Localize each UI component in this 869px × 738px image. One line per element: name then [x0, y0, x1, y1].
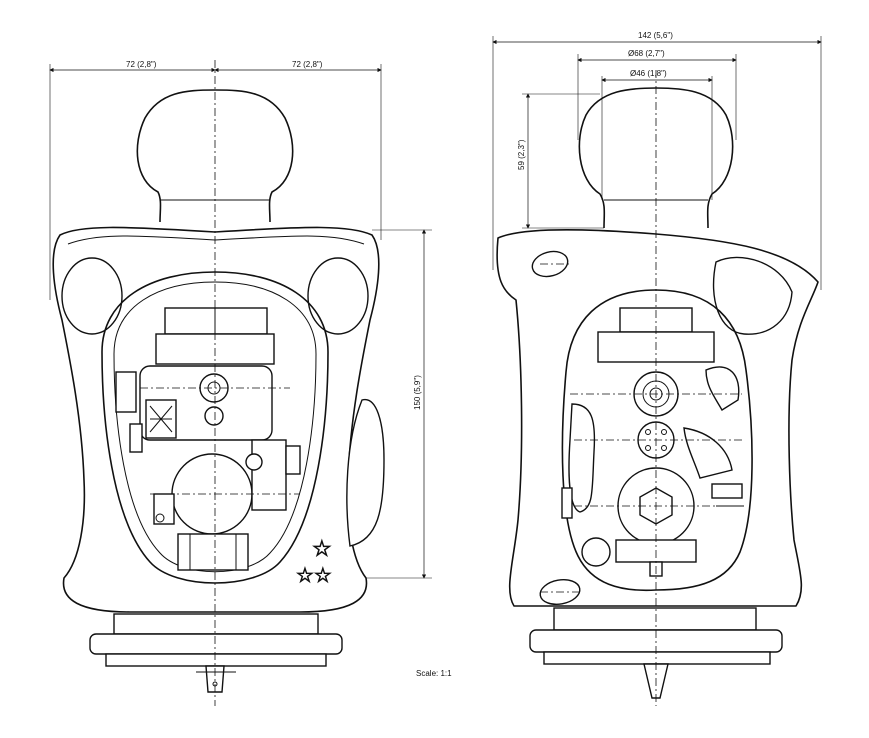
side-left-pocket	[531, 250, 569, 278]
side-right-pocket	[712, 256, 793, 335]
front-left-pocket	[61, 257, 123, 335]
front-top-nut	[164, 307, 268, 335]
front-view: ☆ ☆☆ 72 (2,8") 72 (2,8") 150 (5,9")	[49, 60, 432, 706]
side-view: 142 (5,6") Ø68 (2,7") Ø46 (1,8") 59 (2,3…	[492, 31, 822, 706]
front-star-mark: ☆	[312, 537, 332, 562]
dimension-side-ball-height: 59 (2,3")	[517, 139, 526, 170]
front-ball	[136, 89, 294, 223]
dimension-side-ball-outer-diameter: Ø68 (2,7")	[628, 49, 665, 58]
side-inner-opening	[561, 289, 753, 592]
dimension-side-ball-neck-diameter: Ø46 (1,8")	[630, 69, 667, 78]
front-right-pocket	[307, 257, 369, 335]
front-base-flange	[113, 613, 319, 635]
side-body-outline	[496, 229, 819, 607]
side-base-flange	[553, 607, 757, 631]
front-valve-port-bottom	[204, 406, 224, 426]
dimension-front-right-half-width: 72 (2,8")	[292, 60, 323, 69]
front-side-lever	[346, 398, 385, 547]
front-body-outline	[52, 226, 380, 613]
dimension-side-overall-width: 142 (5,6")	[638, 31, 673, 40]
dimension-front-left-half-width: 72 (2,8")	[126, 60, 157, 69]
scale-label: Scale: 1:1	[416, 669, 452, 678]
front-inner-opening	[101, 271, 329, 584]
dimension-front-height: 150 (5,9")	[413, 375, 422, 410]
front-star-mark: ☆☆	[296, 563, 332, 587]
